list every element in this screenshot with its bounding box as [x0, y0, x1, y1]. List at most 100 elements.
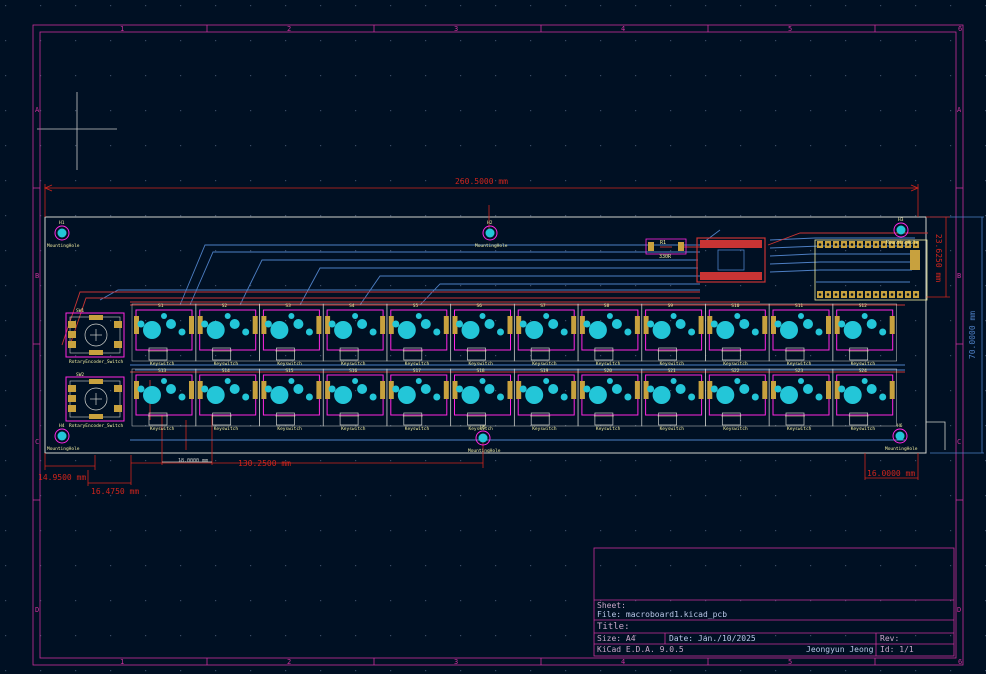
keyswitch-led-window	[849, 412, 869, 426]
keyswitch-drill	[242, 393, 250, 401]
keyswitch-drill	[334, 321, 353, 339]
keyswitch-label: Keyswitch	[341, 426, 366, 432]
keyswitch-drill	[739, 384, 750, 394]
keyswitch-drill	[519, 385, 527, 393]
keyswitch-pad	[634, 381, 640, 399]
mounting-hole-ref: H6	[897, 423, 903, 429]
keyswitch-pad	[889, 316, 895, 334]
keyswitch-ref: S14	[222, 368, 230, 374]
frame-col-label: 6	[958, 25, 962, 33]
encoder-courtyard	[65, 312, 125, 358]
header-pin-drill	[898, 293, 902, 296]
keyswitch-pad	[698, 316, 704, 334]
mounting-hole-courtyard	[54, 225, 70, 241]
header-pin-drill	[866, 293, 870, 296]
keyswitch-pad	[388, 316, 394, 334]
encoder-pad	[89, 315, 103, 320]
keyswitch-drill	[525, 386, 544, 404]
header-pin-drill	[914, 293, 918, 296]
mounting-hole-ref: H5	[480, 425, 486, 431]
keyswitch-pad	[507, 381, 513, 399]
keyswitch-label: Keyswitch	[851, 426, 876, 432]
keyswitch-drill	[780, 386, 798, 404]
keyswitch-drill	[242, 328, 250, 336]
keyswitch-drill	[611, 384, 622, 394]
encoder-pad	[114, 321, 122, 328]
frame-col-label: 2	[287, 25, 291, 33]
keyswitch-drill	[229, 384, 240, 394]
keyswitch-pad	[252, 316, 258, 334]
keyswitch-pad	[261, 381, 267, 399]
keyswitch-led-window	[530, 412, 550, 426]
frame-col-label: 4	[621, 25, 625, 33]
keyswitch-drill	[264, 385, 272, 393]
keyswitch-drill	[548, 319, 559, 329]
keyswitch-label: Keyswitch	[660, 426, 685, 432]
keyswitch-label: Keyswitch	[660, 361, 685, 367]
header-pin-drill	[914, 243, 918, 246]
keyswitch-drill	[270, 321, 289, 339]
keyswitch-drill	[456, 385, 463, 393]
keyswitch-outline	[131, 303, 197, 362]
keyswitch-pad	[452, 316, 458, 334]
keyswitch-ref: S10	[731, 303, 739, 309]
keyswitch-drill	[392, 385, 400, 393]
resistor-r1: R1 330R	[645, 238, 687, 260]
header-pin-drill	[842, 243, 846, 246]
header-pin-drill	[818, 243, 822, 246]
header-pin-drill	[874, 243, 878, 246]
header-pin-drill	[842, 293, 846, 296]
title-label: Title:	[597, 622, 630, 632]
keyswitch-led-window	[403, 347, 423, 361]
keyswitch-outline	[641, 303, 706, 362]
keyswitch-drill	[560, 393, 568, 401]
keyswitch-label: Keyswitch	[150, 426, 175, 432]
rotary-encoders: SW1RotaryEncoder_SwitchSW2RotaryEncoder_…	[65, 308, 125, 429]
encoder-label: RotaryEncoder_Switch	[69, 423, 123, 429]
frame-row-label: B	[957, 272, 961, 280]
keyswitch-drill	[433, 328, 441, 336]
keyswitch-label: Keyswitch	[723, 426, 748, 432]
keyswitch-drill	[647, 385, 655, 393]
rev-label: Rev:	[880, 634, 900, 643]
keyswitch-pad	[579, 316, 585, 334]
keyswitch-pad	[507, 316, 513, 334]
header-pin-drill	[890, 293, 894, 296]
mounting-hole-ref: H4	[59, 423, 65, 429]
mounting-hole-label: MountingHole	[47, 446, 80, 452]
keyswitch-ref: S8	[604, 303, 610, 309]
keyswitch-ref: S9	[668, 303, 674, 309]
keyswitch-drill	[334, 386, 353, 404]
keyswitch-drill	[798, 378, 804, 384]
keyswitch-drill	[479, 313, 486, 319]
frame-col-label: 3	[454, 658, 458, 666]
keyswitch-drill	[675, 319, 686, 329]
keyswitch-drill	[688, 393, 696, 401]
keyswitch-pad	[826, 381, 831, 399]
keyswitch-pad	[134, 316, 139, 334]
keyswitch-ref: S4	[349, 303, 355, 309]
keyswitch-drill	[879, 328, 887, 336]
keyswitch-drill	[843, 321, 862, 339]
keyswitch-drill	[328, 385, 336, 393]
author-label: Jeongyun Jeong	[806, 645, 874, 654]
keyswitch-grid: S1KeyswitchS2KeyswitchS3KeyswitchS4Keysw…	[131, 303, 897, 432]
keyswitch-drill	[838, 385, 846, 393]
mcu-header	[696, 237, 928, 301]
header-pin-drill	[850, 293, 854, 296]
encoder-pad	[89, 350, 103, 355]
keyswitch-drill	[688, 328, 696, 336]
keyswitch-pad	[197, 316, 203, 334]
keyswitch-outline	[832, 303, 897, 362]
encoder-pad	[68, 405, 76, 412]
encoder-knob	[84, 323, 108, 347]
keyswitch-outline	[195, 368, 260, 427]
